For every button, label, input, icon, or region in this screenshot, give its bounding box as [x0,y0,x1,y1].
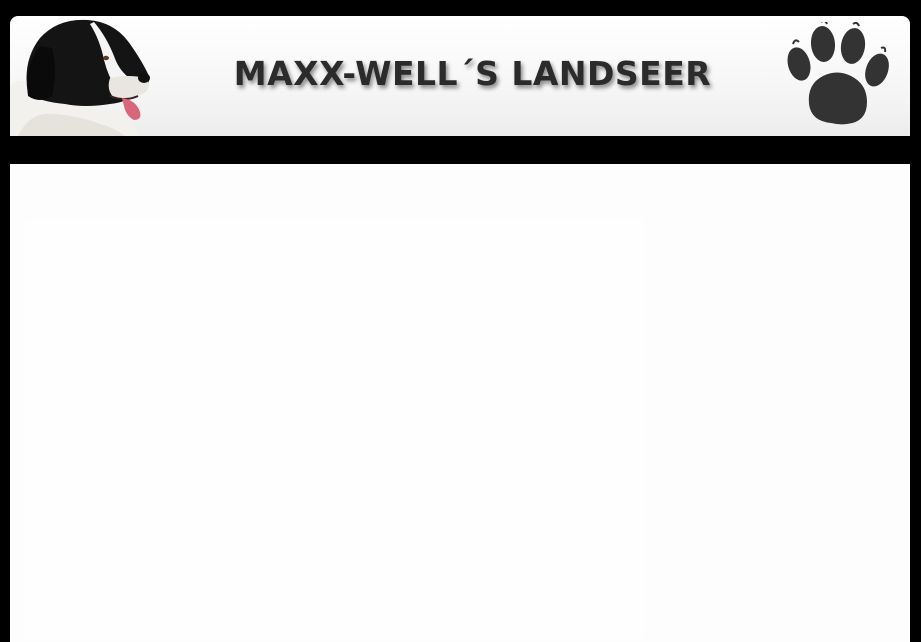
site-title: MAXX-WELL´S LANDSEER [233,54,712,93]
site-header: MAXX-WELL´S LANDSEER [10,16,910,136]
main-content-panel [25,219,645,639]
content-area [10,164,910,642]
dog-portrait-image [10,19,150,136]
paw-icon [787,22,889,125]
header-divider-bar [0,136,921,164]
